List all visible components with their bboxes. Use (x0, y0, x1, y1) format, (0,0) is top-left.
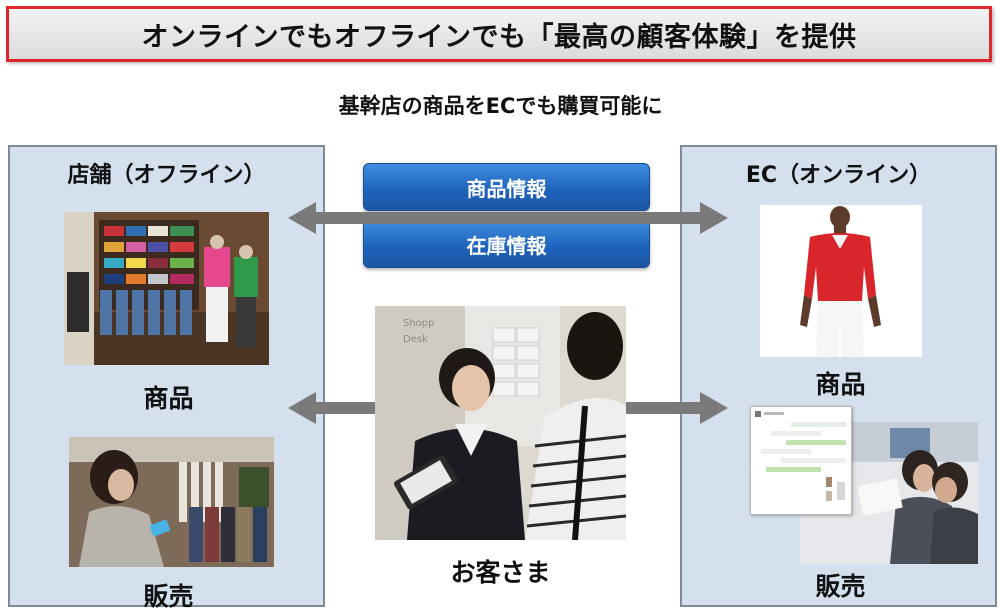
offline-store-panel: 店舗（オフライン） (8, 145, 325, 611)
offline-sales-label: 販売 (143, 582, 194, 611)
sign-text-desk: Desk (403, 334, 428, 345)
info-sync-arrow (288, 202, 728, 234)
online-product-label: 商品 (815, 370, 866, 399)
page-title-banner: オンラインでもオフラインでも「最高の顧客体験」を提供 (6, 6, 992, 62)
chat-screenshot (750, 406, 852, 515)
product-info-button[interactable]: 商品情報 (363, 163, 650, 211)
online-sales-label: 販売 (815, 572, 866, 601)
sign-text-shop: Shopp (403, 318, 435, 329)
store-sales-photo (69, 437, 274, 567)
customer-to-store-arrow (288, 392, 378, 424)
ec-product-photo (760, 205, 922, 357)
stock-info-button[interactable]: 在庫情報 (363, 220, 650, 268)
page-title: オンラインでもオフラインでも「最高の顧客体験」を提供 (141, 21, 857, 53)
customer-label: お客さま (450, 558, 551, 587)
online-panel-title: EC（オンライン） (745, 163, 932, 188)
online-ec-panel: EC（オンライン） 商品 (680, 145, 997, 607)
offline-product-label: 商品 (143, 384, 194, 413)
customer-service-photo: Shopp Desk (375, 306, 626, 540)
offline-panel-title: 店舗（オフライン） (67, 163, 266, 188)
customer-to-ec-arrow (625, 392, 728, 424)
store-shelf-photo (64, 212, 269, 365)
subtitle: 基幹店の商品をECでも購買可能に (338, 94, 663, 118)
